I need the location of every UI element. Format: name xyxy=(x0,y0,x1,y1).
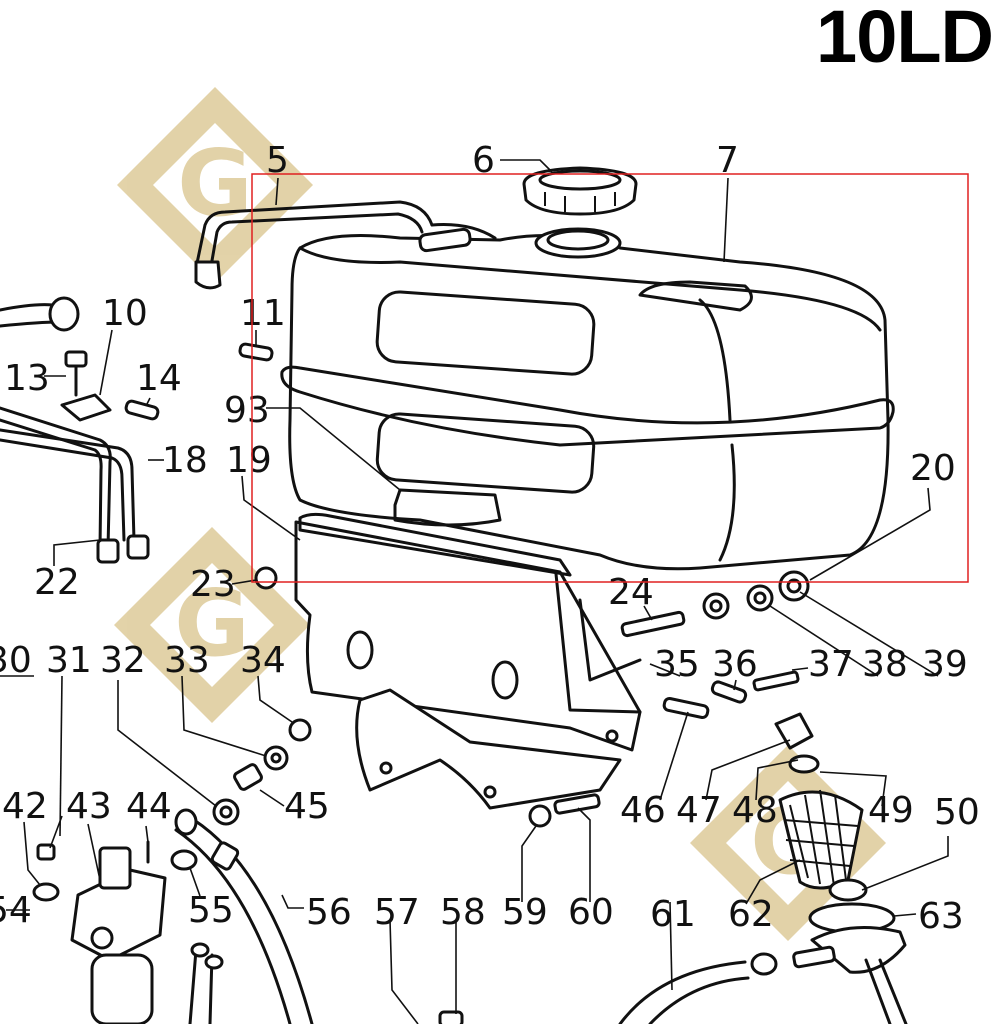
callout-42: 42 xyxy=(2,786,48,827)
callout-62: 62 xyxy=(728,894,774,935)
callout-19: 19 xyxy=(226,440,272,481)
watermark-logo-icon: G xyxy=(117,87,313,283)
leader-line xyxy=(521,825,537,902)
leader-line xyxy=(659,711,689,801)
leader-line xyxy=(769,605,879,677)
callout-13: 13 xyxy=(4,358,50,399)
callout-57: 57 xyxy=(374,892,420,933)
callout-44: 44 xyxy=(126,786,172,827)
leader-line xyxy=(861,836,949,891)
callout-59: 59 xyxy=(502,892,548,933)
leader-line xyxy=(189,867,201,897)
leader-line xyxy=(257,675,293,723)
callout-35: 35 xyxy=(654,644,700,685)
callout-36: 36 xyxy=(712,644,758,685)
callout-56: 56 xyxy=(306,892,352,933)
leader-line xyxy=(791,667,809,671)
leader-line xyxy=(669,901,673,991)
leader-line xyxy=(23,821,41,886)
page-title: 10LD xyxy=(816,0,993,78)
leader-line xyxy=(59,675,63,837)
fuel-filter-assembly[interactable] xyxy=(774,712,908,1024)
callout-48: 48 xyxy=(732,790,778,831)
fuel-return-pipe[interactable] xyxy=(194,200,497,290)
callout-39: 39 xyxy=(922,644,968,685)
callout-93: 93 xyxy=(224,390,270,431)
callout-37: 37 xyxy=(808,644,854,685)
leader-line xyxy=(181,675,267,757)
leader-line xyxy=(809,487,931,581)
callout-63: 63 xyxy=(918,896,964,937)
leader-line xyxy=(733,679,737,691)
callout-23: 23 xyxy=(190,564,236,605)
tank-bracket[interactable] xyxy=(294,512,642,810)
callout-60: 60 xyxy=(568,892,614,933)
leader-line xyxy=(819,771,887,807)
callout-61: 61 xyxy=(650,894,696,935)
injection-pump[interactable] xyxy=(70,846,167,1024)
callout-6: 6 xyxy=(472,140,495,181)
callout-45: 45 xyxy=(284,786,330,827)
callout-30: 30 xyxy=(0,640,32,681)
callout-22: 22 xyxy=(34,562,80,603)
callout-14: 14 xyxy=(136,358,182,399)
callout-55: 55 xyxy=(188,890,234,931)
leader-line xyxy=(145,825,149,843)
callout-20: 20 xyxy=(910,448,956,489)
leader-line xyxy=(281,894,304,909)
callout-24: 24 xyxy=(608,572,654,613)
leader-line xyxy=(241,475,301,541)
leader-line xyxy=(577,807,591,902)
leader-line xyxy=(99,329,113,396)
leader-line xyxy=(275,177,279,206)
leader-line xyxy=(53,539,101,566)
callout-50: 50 xyxy=(934,792,980,833)
leader-line xyxy=(705,739,791,801)
callout-47: 47 xyxy=(676,790,722,831)
watermark-letter: G xyxy=(177,130,253,237)
leader-line xyxy=(389,919,419,1024)
hardware-parts[interactable] xyxy=(0,296,810,902)
callout-54: 54 xyxy=(0,890,32,931)
selected-part-highlight xyxy=(251,173,969,583)
leader-line xyxy=(259,789,285,807)
leader-line xyxy=(643,605,653,621)
leader-line xyxy=(649,663,681,677)
watermark-letter: G xyxy=(174,570,250,677)
leader-line xyxy=(266,407,401,491)
callout-49: 49 xyxy=(868,790,914,831)
callout-10: 10 xyxy=(102,293,148,334)
callout-46: 46 xyxy=(620,790,666,831)
callout-43: 43 xyxy=(66,786,112,827)
leader-line xyxy=(117,680,217,807)
leader-line xyxy=(500,159,553,173)
callout-11: 11 xyxy=(240,293,286,334)
leader-line xyxy=(745,859,801,905)
tank-cap[interactable] xyxy=(522,166,638,216)
callout-34: 34 xyxy=(240,640,286,681)
leader-line xyxy=(755,759,799,801)
callout-38: 38 xyxy=(862,644,908,685)
leader-line xyxy=(145,397,151,407)
callout-31: 31 xyxy=(46,640,92,681)
callout-7: 7 xyxy=(716,140,739,181)
callout-33: 33 xyxy=(164,640,210,681)
callout-5: 5 xyxy=(266,140,289,181)
callout-18: 18 xyxy=(162,440,208,481)
leader-line xyxy=(87,823,101,881)
fuel-hoses[interactable] xyxy=(174,808,778,1024)
callout-58: 58 xyxy=(440,892,486,933)
leader-line xyxy=(723,177,729,263)
callout-labels: 5671011131418199320222324303132333435363… xyxy=(0,140,980,937)
fuel-tank[interactable] xyxy=(280,227,895,571)
leader-line xyxy=(893,913,917,917)
leader-line xyxy=(799,591,939,677)
callout-32: 32 xyxy=(100,640,146,681)
